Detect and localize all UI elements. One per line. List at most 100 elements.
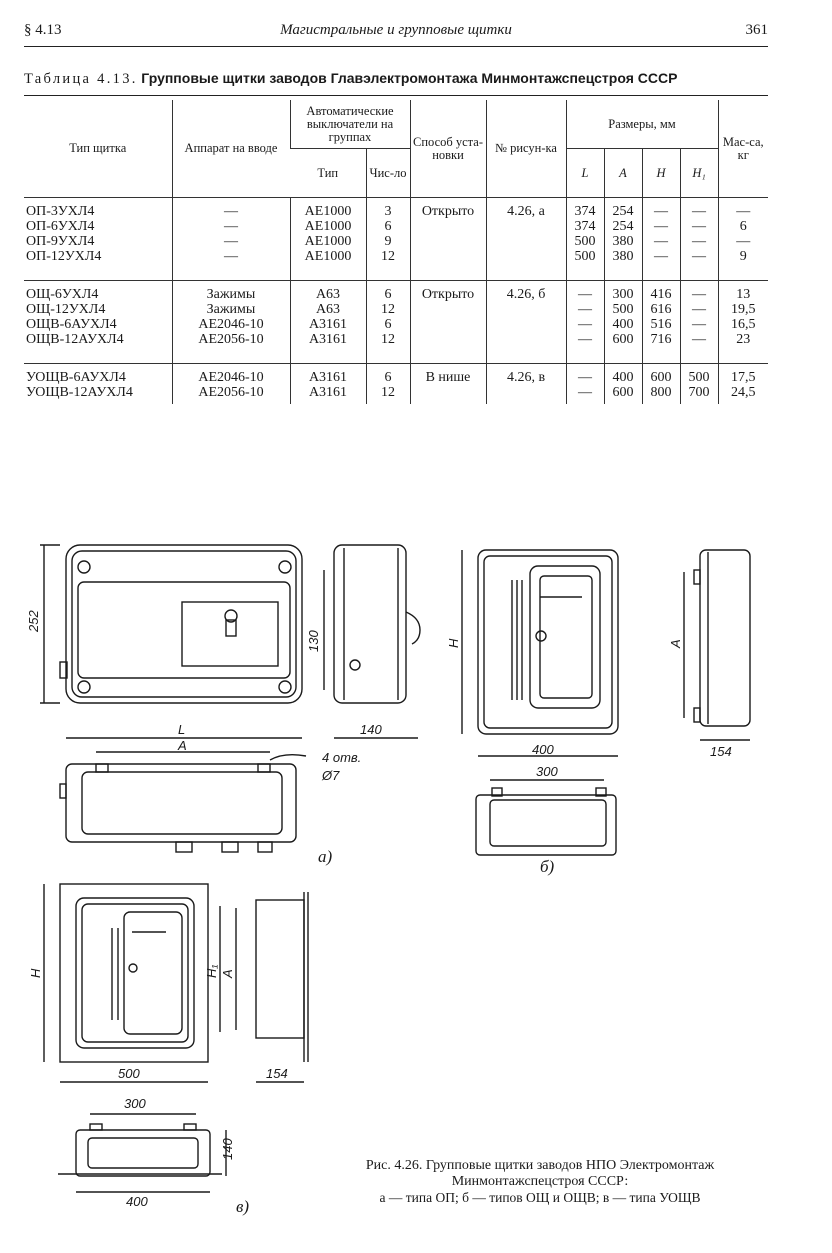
cell-value: АЕ2056-10 [198,385,264,400]
cell-value: АЕ1000 [304,249,352,264]
cell-value: 254 [612,204,634,219]
fig-c-A-label: A [220,969,235,979]
fig-a-L-label: L [178,722,185,737]
cell-value: 24,5 [731,385,756,400]
cell-value: 616 [650,302,672,317]
cell-value: 500 [612,302,634,317]
figure-caption-line3: а — типа ОП; б — типов ОЩ и ОЩВ; в — тип… [379,1190,701,1205]
cell-value: 6 [384,370,392,385]
cell-value: — [736,204,751,219]
cell-value: 500 [688,370,710,385]
cell-value: — [692,204,706,219]
cell-value: 600 [650,370,672,385]
cell-value: ОЩВ-6АУХЛ4 [26,317,117,332]
cell-value: ОП-12УХЛ4 [26,249,102,264]
header-figure: № рисун-ка [485,100,566,198]
cell-value: 374 [574,219,596,234]
cell-value: — [224,204,238,219]
cell-value: АЕ1000 [304,234,352,249]
cell-value: — [692,332,706,347]
table-title: Групповые щитки заводов Главэлектромонта… [141,70,678,86]
fig-a-sublabel: а) [318,847,333,866]
cell-value: — [654,219,668,234]
cell-value: АЕ2046-10 [198,317,264,332]
table-cell-install: В нише [409,363,486,404]
fig-b-width-label: 400 [532,742,554,757]
cell-value: 4.26, а [507,204,545,219]
cell-value: — [654,204,668,219]
fig-a-depth-label: 130 [306,630,321,652]
fig-a-holes-label: 4 отв. [322,750,361,765]
cell-value: ОЩ-6УХЛ4 [26,287,99,302]
table-cell-install: Открыто [409,197,486,281]
fig-b-depth-label: 154 [710,744,732,759]
cell-value: Открыто [421,204,475,219]
cell-value: 600 [612,385,634,400]
cell-value: 4.26, в [506,370,546,385]
fig-b-side [683,549,751,741]
cell-value: ОЩВ-12АУХЛ4 [26,332,124,347]
cell-value: 6 [739,219,747,234]
cell-value: 3 [384,204,392,219]
table-label: Таблица 4.13. [24,71,138,87]
cell-value: 500 [574,249,596,264]
cell-value: Открыто [421,287,475,302]
table-cell-L: ———— [565,280,604,364]
fig-a-hole-dia-label: Ø7 [321,768,340,783]
cell-value: 254 [612,219,634,234]
cell-value: 6 [384,287,392,302]
cell-value: — [578,332,592,347]
table-cell-figure: 4.26, а [485,197,566,281]
cell-value: 400 [612,370,634,385]
cell-value: В нише [425,370,471,385]
cell-value: УОЩВ-6АУХЛ4 [26,370,126,385]
fig-b-sublabel: б) [540,857,555,876]
cell-value: 12 [381,302,395,317]
cell-value: — [578,302,592,317]
cell-value: — [224,249,238,264]
cell-value: АЕ2046-10 [198,370,264,385]
cell-value: А3161 [308,317,348,332]
table-cell-H: ———— [641,197,680,281]
cell-value: — [736,234,751,249]
page-number: 361 [745,22,769,38]
header-H: H [641,148,680,198]
header-breakers-type: Тип [290,148,366,198]
fig-c-bottom-h-label: 140 [220,1138,235,1160]
cell-value: 716 [650,332,672,347]
cell-value: 12 [381,249,395,264]
header-A: A [603,148,642,198]
cell-value: — [578,370,592,385]
header-H1: H₁ [679,148,718,198]
header-breakers-count: Чис-ло [365,148,410,198]
header-install: Способ уста-новки [409,100,486,198]
cell-value: УОЩВ-12АУХЛ4 [26,385,133,400]
header-mass: Мас-са, кг [717,100,768,198]
cell-value: 12 [381,332,395,347]
cell-value: ОП-9УХЛ4 [26,234,95,249]
fig-c-H-label: H [28,968,43,978]
cell-value: — [578,385,592,400]
fig-c-bottom-a-label: 300 [124,1096,146,1111]
table-caption: Таблица 4.13. Групповые щитки заводов Гл… [24,70,768,88]
header-dims: Размеры, мм [565,100,718,149]
cell-value: 12 [381,385,395,400]
header-L: L [565,148,604,198]
fig-c-side [219,892,309,1083]
cell-value: 600 [612,332,634,347]
cell-value: 6 [384,317,392,332]
fig-b-front [461,549,619,757]
